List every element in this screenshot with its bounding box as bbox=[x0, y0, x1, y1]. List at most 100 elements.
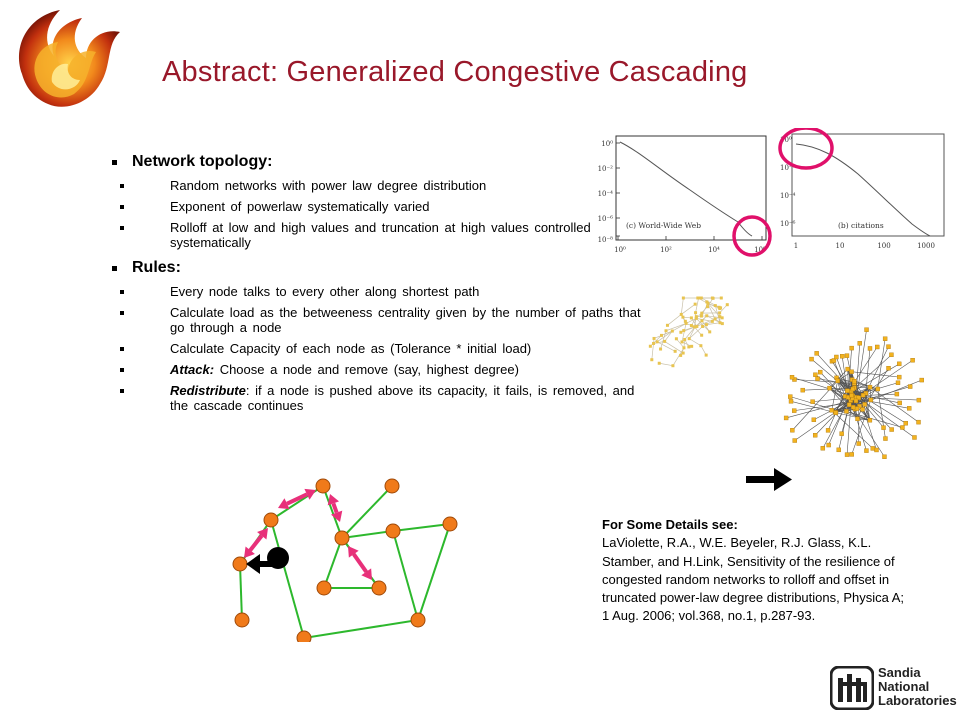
network-edge bbox=[849, 386, 911, 405]
network-node bbox=[687, 337, 691, 341]
sparse-network bbox=[648, 296, 729, 368]
network-node bbox=[690, 344, 694, 348]
bullet-square-icon bbox=[120, 184, 124, 188]
bullet-item-label: Redistribute bbox=[170, 383, 246, 398]
redistribution-arrow bbox=[248, 534, 264, 552]
network-node bbox=[694, 315, 698, 319]
network-node bbox=[693, 302, 697, 306]
bullet-item-text: Random networks with power law degree di… bbox=[170, 178, 487, 193]
network-node bbox=[800, 387, 805, 393]
network-edge bbox=[657, 341, 676, 352]
network-node bbox=[850, 386, 856, 392]
network-node bbox=[844, 353, 850, 358]
network-node bbox=[655, 340, 659, 344]
network-edge bbox=[701, 297, 721, 309]
network-node bbox=[829, 408, 834, 413]
network-edge bbox=[846, 411, 903, 428]
network-edge bbox=[851, 386, 871, 396]
network-node bbox=[862, 402, 867, 407]
network-node bbox=[699, 296, 703, 300]
network-node bbox=[316, 580, 332, 596]
network-node bbox=[810, 399, 815, 404]
y-tick-label: 10⁻⁶ bbox=[598, 215, 614, 223]
x-tick-label: 10⁰ bbox=[614, 246, 626, 254]
network-edge bbox=[392, 523, 451, 532]
bullet-square-icon bbox=[120, 368, 124, 372]
network-node bbox=[679, 353, 683, 357]
network-node bbox=[650, 358, 654, 362]
network-node bbox=[663, 339, 667, 343]
network-edge bbox=[869, 386, 919, 423]
network-node bbox=[708, 330, 712, 334]
network-node bbox=[664, 329, 668, 333]
network-node bbox=[812, 433, 818, 438]
network-edge bbox=[667, 314, 682, 326]
network-node bbox=[907, 384, 913, 389]
network-node bbox=[720, 322, 724, 326]
network-edge bbox=[661, 330, 673, 336]
reference-citation: LaViolette, R.A., W.E. Beyeler, R.J. Gla… bbox=[602, 535, 905, 624]
network-edge bbox=[676, 338, 685, 349]
redistribution-arrow bbox=[331, 502, 339, 514]
network-node bbox=[296, 630, 312, 642]
y-tick-label: 10⁻⁴ bbox=[598, 190, 614, 198]
bullet-item: Attack: Choose a node and remove (say, h… bbox=[112, 362, 652, 377]
y-tick-label: 10⁻⁶ bbox=[780, 220, 796, 228]
network-node bbox=[710, 296, 714, 300]
network-node bbox=[263, 512, 279, 528]
www-degree-plot: 10⁰ 10⁻² 10⁻⁴ 10⁻⁶ 10⁻⁸ 10⁰ 10² 10⁴ 10⁶ … bbox=[590, 130, 774, 266]
network-edge bbox=[688, 326, 696, 339]
network-node bbox=[818, 369, 823, 375]
x-tick-label: 1000 bbox=[917, 242, 935, 250]
network-node bbox=[870, 446, 876, 451]
slide-title: Abstract: Generalized Congestive Cascadi… bbox=[162, 56, 748, 88]
network-node bbox=[856, 441, 861, 446]
network-node bbox=[384, 478, 400, 494]
bullet-item-text: Choose a node and remove (say, highest d… bbox=[214, 362, 519, 377]
network-edge bbox=[701, 320, 711, 333]
highlight-circle bbox=[732, 215, 772, 257]
network-node bbox=[681, 296, 685, 300]
network-edge bbox=[303, 619, 419, 639]
bullet-square-icon bbox=[112, 266, 117, 271]
network-edge bbox=[831, 410, 874, 449]
bullet-item: Calculate load as the betweeness central… bbox=[112, 305, 652, 335]
network-edge bbox=[664, 341, 684, 354]
network-edge bbox=[815, 374, 849, 398]
network-node bbox=[894, 391, 900, 397]
x-tick-label: 10⁴ bbox=[708, 246, 720, 254]
network-edge bbox=[791, 376, 857, 398]
network-node bbox=[699, 344, 703, 348]
network-node bbox=[839, 431, 844, 436]
network-edge bbox=[844, 346, 878, 397]
arrowhead-icon bbox=[244, 546, 255, 558]
network-node bbox=[834, 354, 839, 360]
network-node bbox=[720, 316, 724, 320]
sandia-logo: Sandia National Laboratories bbox=[830, 664, 957, 714]
network-node bbox=[849, 369, 854, 374]
network-node bbox=[845, 366, 850, 372]
network-node bbox=[864, 327, 869, 332]
network-edge bbox=[700, 345, 707, 356]
network-node bbox=[874, 447, 879, 453]
network-node bbox=[856, 395, 861, 400]
bullet-square-icon bbox=[120, 347, 124, 351]
network-node bbox=[442, 516, 458, 532]
network-edge bbox=[341, 530, 394, 539]
network-node bbox=[783, 415, 789, 421]
network-edge bbox=[802, 386, 871, 391]
bullet-item-text: Calculate Capacity of each node as (Tole… bbox=[170, 341, 532, 356]
network-node bbox=[792, 438, 797, 443]
bullet-square-icon bbox=[120, 311, 124, 315]
y-tick-label: 10⁰ bbox=[780, 136, 792, 144]
network-node bbox=[903, 420, 908, 426]
x-tick-label: 100 bbox=[877, 242, 890, 250]
bullet-square-icon bbox=[120, 290, 124, 294]
redistribution-arrow bbox=[352, 553, 368, 573]
bullet-list: Network topology: Random networks with p… bbox=[112, 148, 652, 413]
network-edge bbox=[707, 303, 716, 320]
network-node bbox=[895, 380, 901, 385]
bullet-item: Calculate Capacity of each node as (Tole… bbox=[112, 341, 652, 356]
network-node bbox=[789, 375, 795, 380]
network-node bbox=[847, 402, 852, 407]
